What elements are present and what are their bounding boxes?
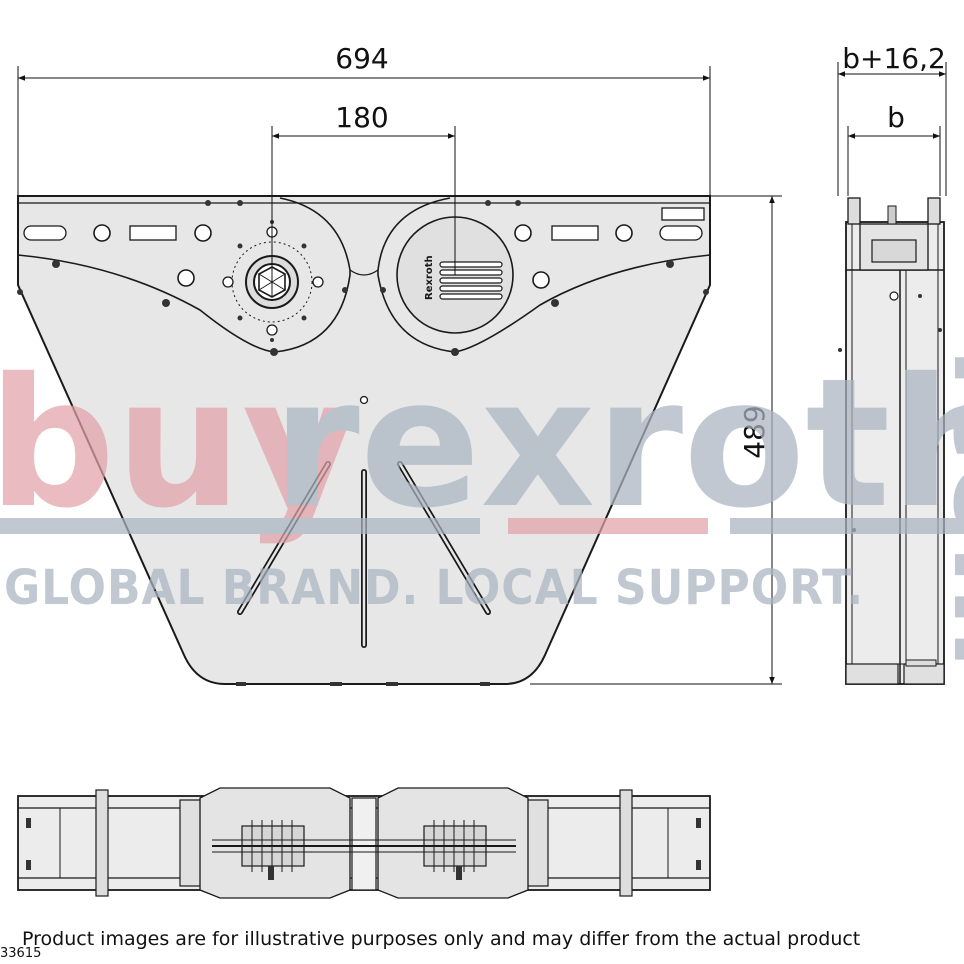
dim-side-total: b+16,2 xyxy=(842,42,946,75)
dim-width-694: 694 xyxy=(335,42,388,75)
watermark-domain: .com xyxy=(926,345,964,669)
dim-spacing-180: 180 xyxy=(335,101,388,134)
part-number: 33615 xyxy=(0,946,42,961)
dim-side-b: b xyxy=(887,101,905,134)
watermark-brand-buy: buy xyxy=(0,340,358,547)
watermark-tagline: GLOBAL BRAND. LOCAL SUPPORT. xyxy=(4,560,864,616)
dim-height-489: 489 xyxy=(738,405,771,458)
bottom-view xyxy=(17,787,711,899)
front-view: Rexroth xyxy=(17,195,711,686)
side-view xyxy=(838,197,945,685)
disclaimer-caption: Product images are for illustrative purp… xyxy=(22,928,861,950)
watermark-bar-2 xyxy=(508,518,708,534)
dimension-lines xyxy=(17,62,947,685)
watermark-brand-rexroth: rexroth xyxy=(272,340,964,547)
watermark: buy rexroth GLOBAL BRAND. LOCAL SUPPORT.… xyxy=(0,340,964,669)
watermark-bar-1 xyxy=(0,518,480,534)
watermark-bar-3 xyxy=(730,518,964,534)
front-body xyxy=(17,195,711,685)
rexroth-logo: Rexroth xyxy=(424,255,435,300)
